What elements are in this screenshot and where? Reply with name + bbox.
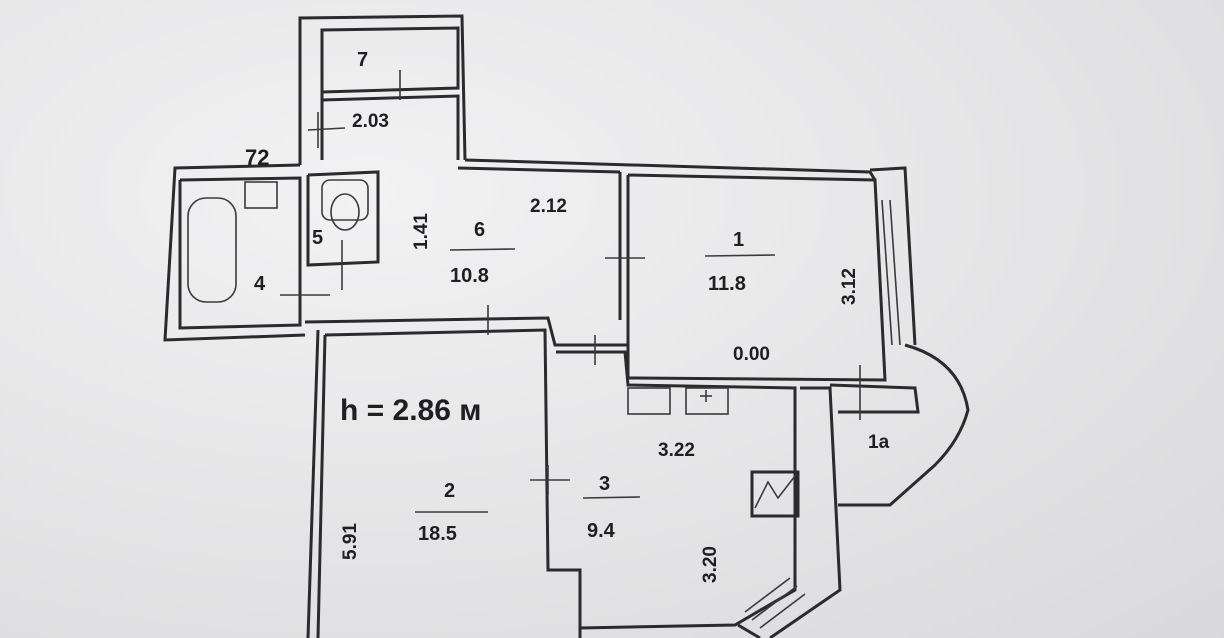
room-1-label: 1 [733,229,744,251]
room-6-label: 6 [474,219,485,241]
dim-3-20: 3.20 [700,546,721,583]
stove-icon [750,470,800,518]
dim-3-22: 3.22 [658,440,695,461]
room-1a-label: 1a [868,432,890,453]
room-5-label: 5 [312,227,323,249]
dim-5-91: 5.91 [340,523,361,560]
dim-2-03: 2.03 [352,111,389,132]
room-7-label: 7 [357,49,368,71]
dim-3-12: 3.12 [839,268,860,305]
dim-2-12: 2.12 [530,196,567,217]
dim-0-00: 0.00 [733,344,770,365]
room-2-area: 18.5 [418,523,457,545]
dim-1-41: 1.41 [411,213,432,250]
room-1-area: 11.8 [708,273,746,295]
ceiling-height: h = 2.86 м [340,394,481,427]
room-6-area: 10.8 [450,265,489,287]
room-2-label: 2 [444,480,455,502]
room-3-label: 3 [599,473,610,495]
room-4-label: 4 [254,273,266,295]
labels: 7 2.03 72 1.41 6 10.8 2.12 5 4 1 11.8 3.… [245,49,890,583]
dim-72: 72 [245,145,269,170]
room-3-area: 9.4 [587,520,616,542]
walls [163,14,970,638]
